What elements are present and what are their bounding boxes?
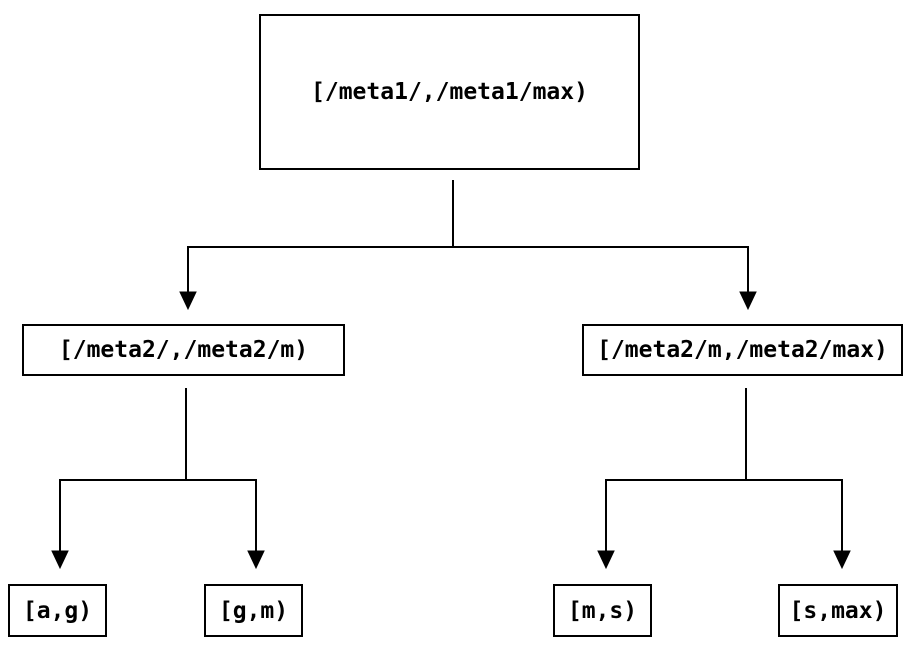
node-left-range: [/meta2/,/meta2/m) bbox=[22, 324, 345, 376]
node-leaf-ms: [m,s) bbox=[553, 584, 652, 637]
node-left-range-label: [/meta2/,/meta2/m) bbox=[58, 337, 309, 363]
edge-left-to-leaves bbox=[51, 388, 265, 570]
node-leaf-gm: [g,m) bbox=[204, 584, 303, 637]
node-leaf-smax-label: [s,max) bbox=[789, 597, 887, 624]
arrowhead-leaf-gm bbox=[247, 550, 265, 570]
arrowhead-right-child bbox=[739, 291, 757, 311]
edge-root-to-children bbox=[179, 180, 757, 311]
node-leaf-ag: [a,g) bbox=[8, 584, 107, 637]
arrowhead-left-child bbox=[179, 291, 197, 311]
node-root: [/meta1/,/meta1/max) bbox=[259, 14, 640, 170]
edge-right-to-leaves bbox=[597, 388, 851, 570]
node-leaf-ms-label: [m,s) bbox=[567, 597, 638, 624]
arrowhead-leaf-ms bbox=[597, 550, 615, 570]
node-leaf-ag-label: [a,g) bbox=[22, 597, 93, 624]
node-leaf-smax: [s,max) bbox=[778, 584, 898, 637]
node-right-range: [/meta2/m,/meta2/max) bbox=[582, 324, 903, 376]
arrowhead-leaf-smax bbox=[833, 550, 851, 570]
node-right-range-label: [/meta2/m,/meta2/max) bbox=[597, 337, 888, 363]
arrowhead-leaf-ag bbox=[51, 550, 69, 570]
node-root-label: [/meta1/,/meta1/max) bbox=[311, 79, 588, 105]
node-leaf-gm-label: [g,m) bbox=[218, 597, 289, 624]
